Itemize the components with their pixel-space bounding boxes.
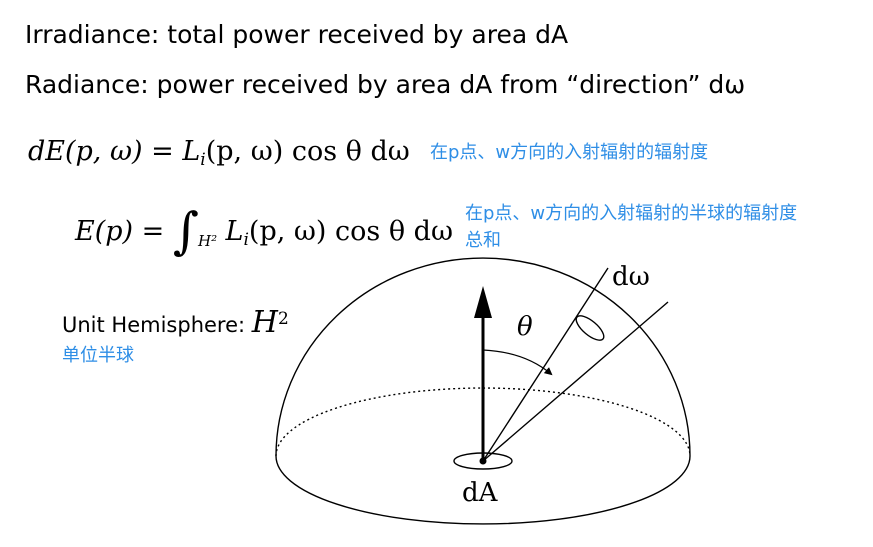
normal-arrowhead [474, 286, 492, 318]
unit-hemisphere-label: Unit Hemisphere: H2 [62, 305, 289, 340]
eq2-sub: i [243, 230, 249, 250]
hemisphere-symbol: H [251, 305, 278, 340]
integral-sign: ∫ [172, 202, 199, 260]
eq1-lhs: dE(p, ω) [28, 136, 143, 167]
integral-subscript: H² [198, 232, 218, 250]
cone-edge-upper [482, 267, 609, 462]
eq2-equals: = [141, 216, 165, 247]
hemisphere-dome [275, 257, 691, 457]
unit-hemisphere-text: Unit Hemisphere: [62, 313, 246, 337]
eq1-rest: (p, ω) cos θ dω [205, 136, 410, 167]
eq1-L: L [182, 136, 201, 167]
hemisphere-sup: 2 [277, 309, 289, 329]
equation-total-irradiance: E(p) = ∫ Li(p, ω) cos θ dω [75, 194, 453, 260]
theta-arc [482, 349, 553, 376]
domega-label: dω [612, 262, 650, 292]
dA-label: dA [462, 478, 498, 508]
eq1-equals: = [151, 136, 174, 167]
eq1-sub: i [200, 150, 206, 170]
hemisphere-note: 单位半球 [62, 345, 134, 366]
theta-label: θ [517, 312, 533, 342]
equation-irradiance: dE(p, ω) = Li(p, ω) cos θ dω [28, 136, 410, 170]
eq2-rest: (p, ω) cos θ dω [248, 216, 453, 247]
eq2-lhs: E(p) [75, 216, 134, 247]
solid-angle-ellipse [575, 315, 605, 341]
eq1-note: 在p点、w方向的入射辐射的辐射度 [430, 142, 709, 163]
eq2-L: L [225, 216, 244, 247]
radiance-definition: Radiance: power received by area dA from… [25, 70, 746, 99]
irradiance-definition: Irradiance: total power received by area… [25, 20, 569, 49]
eq2-note-line1: 在p点、w方向的入射辐射的半球的辐射度 [465, 203, 798, 224]
hemisphere-base-back [275, 387, 691, 457]
hemisphere-base-front [275, 455, 691, 525]
cone-edge-lower [482, 301, 669, 462]
eq2-note-line2: 总和 [465, 230, 501, 251]
